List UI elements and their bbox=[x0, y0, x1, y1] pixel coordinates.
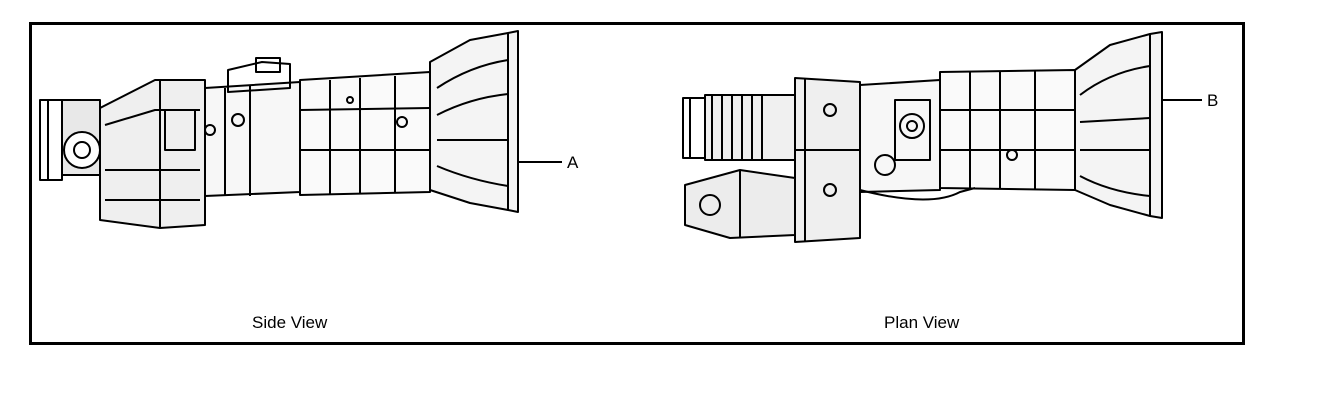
plan-view-transmission bbox=[682, 31, 1163, 243]
side-view-transmission bbox=[39, 30, 519, 229]
plan-view-caption: Plan View bbox=[884, 313, 960, 332]
side-view-caption: Side View bbox=[252, 313, 328, 332]
callout-label-a: A bbox=[567, 153, 579, 172]
callout-label-b: B bbox=[1207, 91, 1219, 110]
